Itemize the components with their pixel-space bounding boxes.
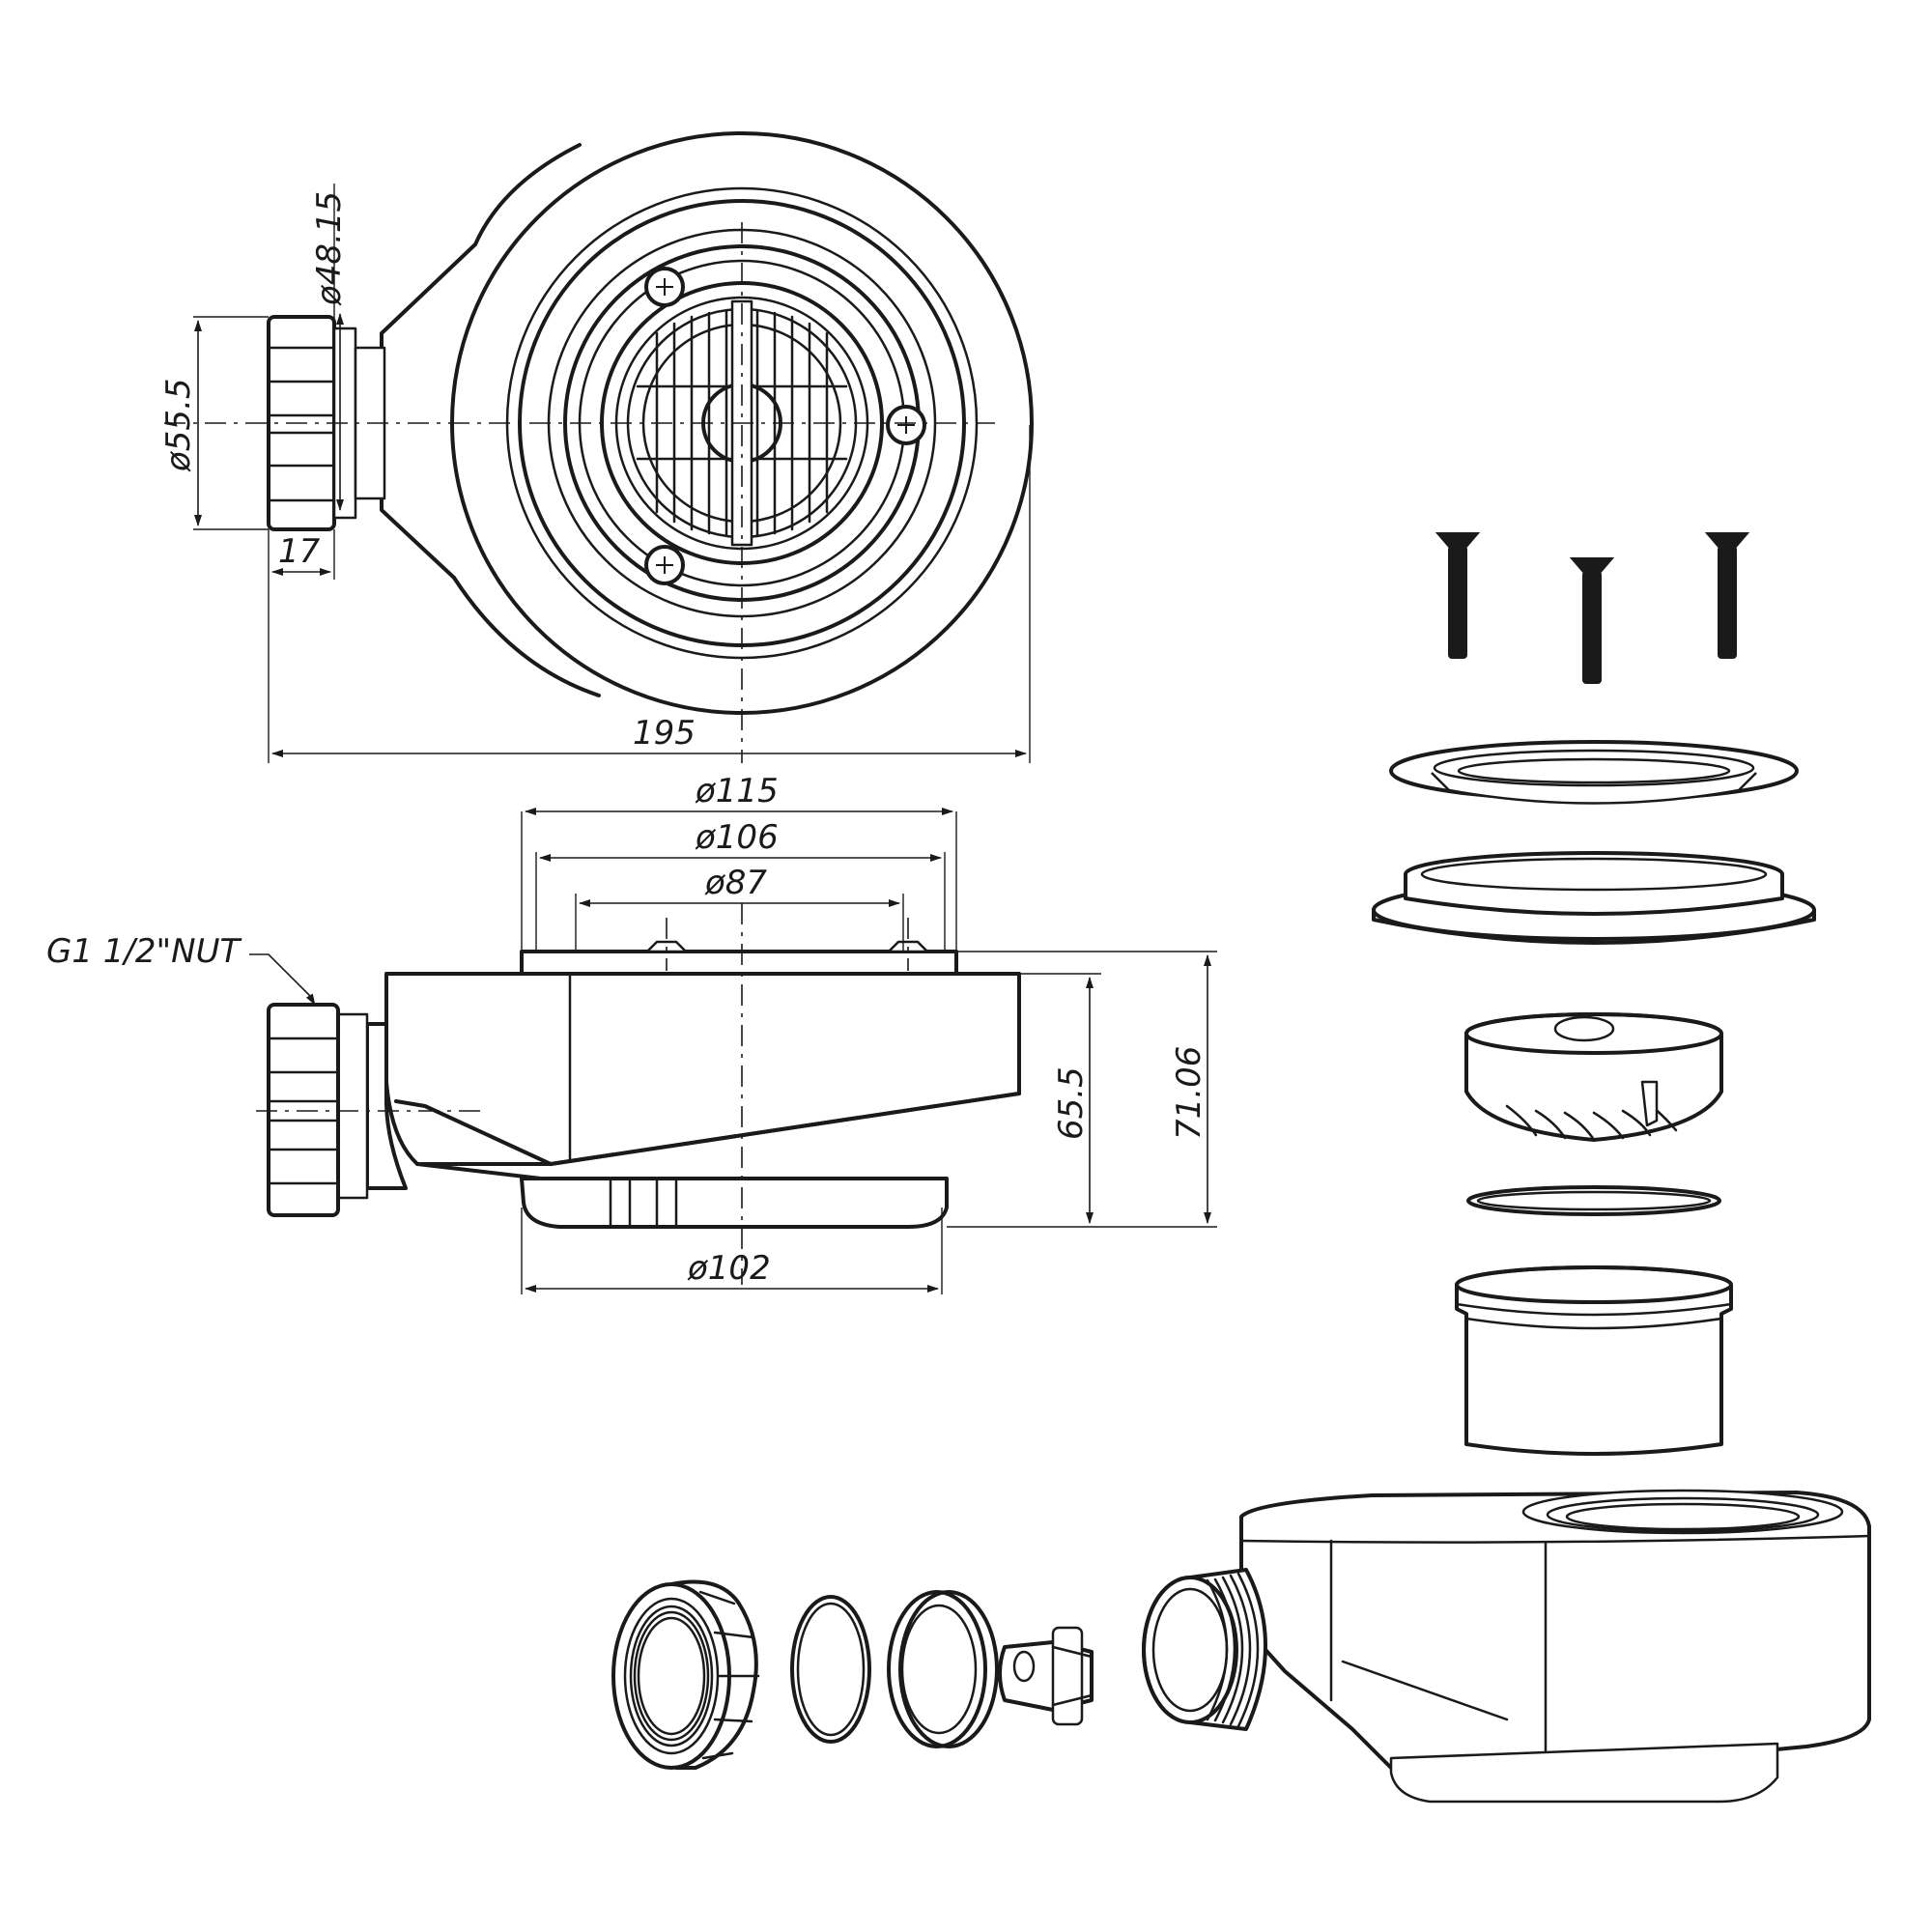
insert-cylinder [1455,1265,1733,1456]
top-outlet-body [380,242,477,580]
dim-d115: ø115 [695,772,779,810]
screw-icon [1435,532,1481,659]
dim-d55-5: ø55.5 [159,378,198,472]
dim-17: 17 [278,532,321,571]
grate-plate [1389,740,1799,805]
screw-icon [1704,532,1750,659]
strainer-basket [1464,1012,1723,1142]
top-view: ø55.5 ø48.15 17 195 [159,131,1034,763]
flange-ring [1372,851,1816,945]
dim-d87: ø87 [704,864,767,902]
screw-icon [1569,557,1615,684]
top-screw-icon [644,545,685,585]
top-screw-icon [886,405,926,445]
side-body [384,972,1021,1166]
dim-d48-15: ø48.15 [310,191,349,306]
o-ring [1466,1185,1721,1216]
dim-195: 195 [633,714,696,753]
nut-label: G1 1/2"NUT [46,932,242,971]
washer [887,1590,999,1748]
o-ring-left [790,1595,871,1744]
top-screw-icon [644,267,685,307]
union-nut [611,1579,760,1770]
dim-d106: ø106 [695,818,779,857]
trap-body [1142,1489,1871,1804]
clip-part [998,1626,1094,1726]
dim-h71-06: 71.06 [1170,1046,1208,1140]
side-view: ø115 ø106 ø87 ø102 65.5 71.06 G1 1/2"NUT [46,772,1217,1294]
dim-h65-5: 65.5 [1052,1066,1091,1140]
exploded-view [611,532,1871,1804]
side-outlet-nut [267,1003,340,1217]
dim-d102: ø102 [687,1249,771,1288]
